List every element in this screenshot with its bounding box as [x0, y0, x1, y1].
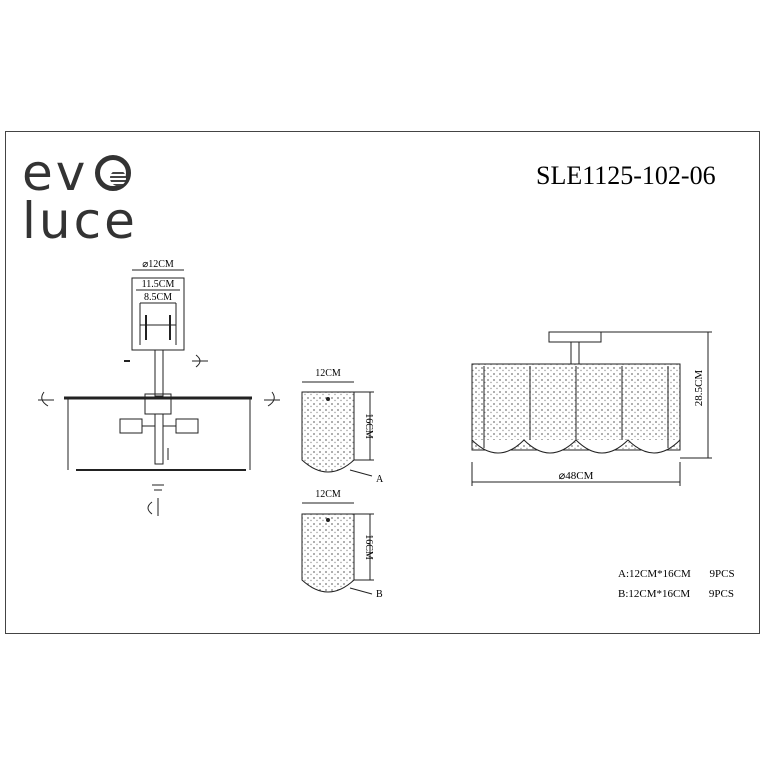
shade-a-outline — [301, 391, 355, 473]
spec-row-b: B:12CM*16CM 9PCS — [618, 588, 734, 600]
lamp-holder-left — [119, 418, 143, 434]
shade-b-outline — [301, 513, 355, 593]
rotate-icon-left — [41, 391, 49, 407]
front-diameter-label: ⌀48CM — [559, 470, 594, 482]
front-height-label: 28.5CM — [693, 370, 705, 407]
spec-row-a: A:12CM*16CM 9PCS — [618, 568, 735, 580]
logo-ring-icon — [95, 155, 131, 191]
shade-a-marker: A — [376, 474, 384, 485]
lower-rod — [154, 413, 164, 465]
front-view — [471, 331, 712, 486]
shade-b-leader — [349, 587, 373, 595]
front-rod — [570, 341, 580, 365]
shade-a-width-label: 12CM — [315, 368, 341, 379]
canopy-diameter-label: ⌀12CM — [142, 259, 174, 270]
logo-dot-icon — [110, 170, 126, 186]
shade-b-hole — [326, 518, 330, 522]
front-canopy — [548, 331, 602, 343]
drawing-sheet-border — [5, 131, 760, 634]
canopy-width-label-2: 8.5CM — [144, 292, 172, 303]
spec-b-qty: 9PCS — [708, 588, 734, 600]
shade-b-marker: B — [376, 589, 383, 600]
spec-b-label: B:12CM*16CM — [618, 588, 691, 600]
rotate-icon-right — [267, 391, 275, 407]
canopy-width-label-1: 11.5CM — [142, 279, 175, 290]
brand-line-1: ev — [22, 144, 89, 202]
shade-a-hole — [326, 397, 330, 401]
spec-a-label: A:12CM*16CM — [618, 568, 691, 580]
down-rod — [154, 349, 164, 397]
shade-a-leader — [349, 469, 373, 477]
shade-b — [301, 502, 374, 595]
brand-line-2: luce — [22, 192, 138, 250]
model-number: SLE1125-102-06 — [536, 161, 716, 190]
shade-b-height-label: 16CM — [363, 534, 374, 560]
shade-a-height-label: 16CM — [363, 413, 374, 439]
shade-a — [301, 381, 374, 477]
spec-a-qty: 9PCS — [709, 568, 735, 580]
shade-b-width-label: 12CM — [315, 489, 341, 500]
side-view — [38, 269, 280, 516]
rotate-icon-bottom — [147, 501, 153, 515]
lamp-holder-right — [175, 418, 199, 434]
